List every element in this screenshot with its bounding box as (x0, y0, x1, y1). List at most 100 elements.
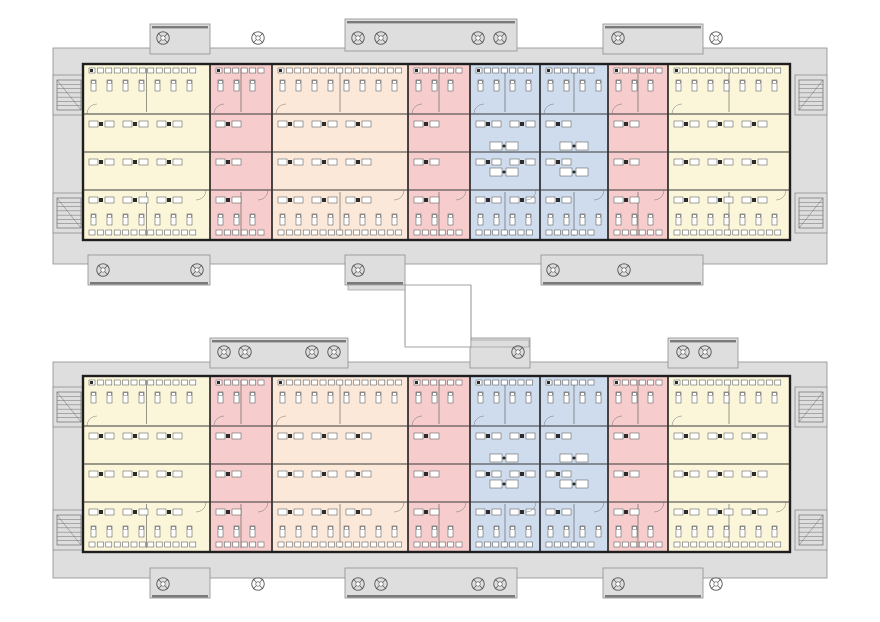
bed-icon (595, 391, 602, 404)
stair-icon (798, 391, 824, 423)
bed-icon (106, 213, 113, 226)
bed-icon (233, 525, 240, 538)
stair-icon (56, 514, 82, 546)
desk-icon (122, 508, 149, 516)
desk-icon (509, 432, 536, 440)
desk-icon (475, 508, 502, 516)
desk-icon (475, 120, 502, 128)
desk-icon (545, 432, 572, 440)
bed-icon (447, 79, 454, 92)
bed-icon (547, 213, 554, 226)
desk-icon (741, 120, 768, 128)
bed-icon (249, 525, 256, 538)
desk-icon (215, 470, 242, 478)
bed-icon (415, 391, 422, 404)
desk-icon (277, 470, 304, 478)
desk-icon (88, 508, 115, 516)
bed-icon (493, 525, 500, 538)
bed-icon (431, 391, 438, 404)
desk-icon (673, 196, 700, 204)
bed-icon (249, 213, 256, 226)
bed-icon (509, 525, 516, 538)
bed-icon (707, 391, 714, 404)
desk-icon (545, 508, 572, 516)
bed-icon (771, 525, 778, 538)
lounge-table (559, 141, 573, 151)
desk-icon (741, 432, 768, 440)
bed-icon (295, 79, 302, 92)
bed-icon (90, 391, 97, 404)
bed-icon (154, 525, 161, 538)
desk-icon (545, 158, 572, 166)
planter-icon (305, 345, 319, 359)
desk-icon (509, 470, 536, 478)
bed-icon (493, 79, 500, 92)
bed-icon (170, 391, 177, 404)
desk-icon (613, 432, 640, 440)
lounge-table (489, 167, 503, 177)
bed-icon (327, 213, 334, 226)
desk-icon (277, 158, 304, 166)
desk-icon (215, 158, 242, 166)
bed-icon (755, 213, 762, 226)
planter-icon (493, 577, 507, 591)
lounge-table (489, 141, 503, 151)
bed-icon (493, 391, 500, 404)
planter-icon (96, 263, 110, 277)
desk-icon (413, 470, 440, 478)
planter-icon (217, 345, 231, 359)
bed-icon (154, 79, 161, 92)
bed-icon (279, 79, 286, 92)
bed-icon (122, 213, 129, 226)
desk-icon (413, 120, 440, 128)
lounge-table (505, 453, 519, 463)
bed-icon (525, 391, 532, 404)
stair-icon (56, 79, 82, 111)
bed-icon (723, 213, 730, 226)
bed-icon (595, 213, 602, 226)
stair-icon (56, 197, 82, 229)
bed-icon (509, 79, 516, 92)
lounge-table (575, 453, 589, 463)
bed-icon (691, 391, 698, 404)
bed-icon (186, 79, 193, 92)
lounge-table (489, 479, 503, 489)
desk-icon (311, 158, 338, 166)
desk-icon (311, 196, 338, 204)
planter-icon (709, 577, 723, 591)
desk-icon (156, 196, 183, 204)
bed-icon (154, 213, 161, 226)
corridor-floor (404, 284, 472, 348)
lounge-table (559, 453, 573, 463)
stair-icon (798, 514, 824, 546)
desk-icon (475, 196, 502, 204)
bed-icon (579, 79, 586, 92)
bed-icon (154, 391, 161, 404)
bed-icon (647, 391, 654, 404)
bed-icon (723, 79, 730, 92)
desk-icon (345, 470, 372, 478)
bed-icon (217, 525, 224, 538)
bed-icon (615, 525, 622, 538)
bed-icon (343, 79, 350, 92)
bed-icon (771, 213, 778, 226)
bed-icon (391, 391, 398, 404)
bed-icon (170, 79, 177, 92)
bed-icon (343, 213, 350, 226)
bed-icon (431, 213, 438, 226)
bed-icon (615, 79, 622, 92)
desk-icon (741, 158, 768, 166)
bed-icon (739, 213, 746, 226)
planter-icon (351, 31, 365, 45)
desk-icon (122, 120, 149, 128)
desk-icon (707, 120, 734, 128)
desk-icon (215, 196, 242, 204)
bed-icon (563, 391, 570, 404)
bed-icon (170, 525, 177, 538)
desk-icon (156, 470, 183, 478)
bed-icon (391, 213, 398, 226)
bed-icon (359, 391, 366, 404)
desk-icon (673, 508, 700, 516)
bed-icon (106, 525, 113, 538)
bed-icon (217, 391, 224, 404)
